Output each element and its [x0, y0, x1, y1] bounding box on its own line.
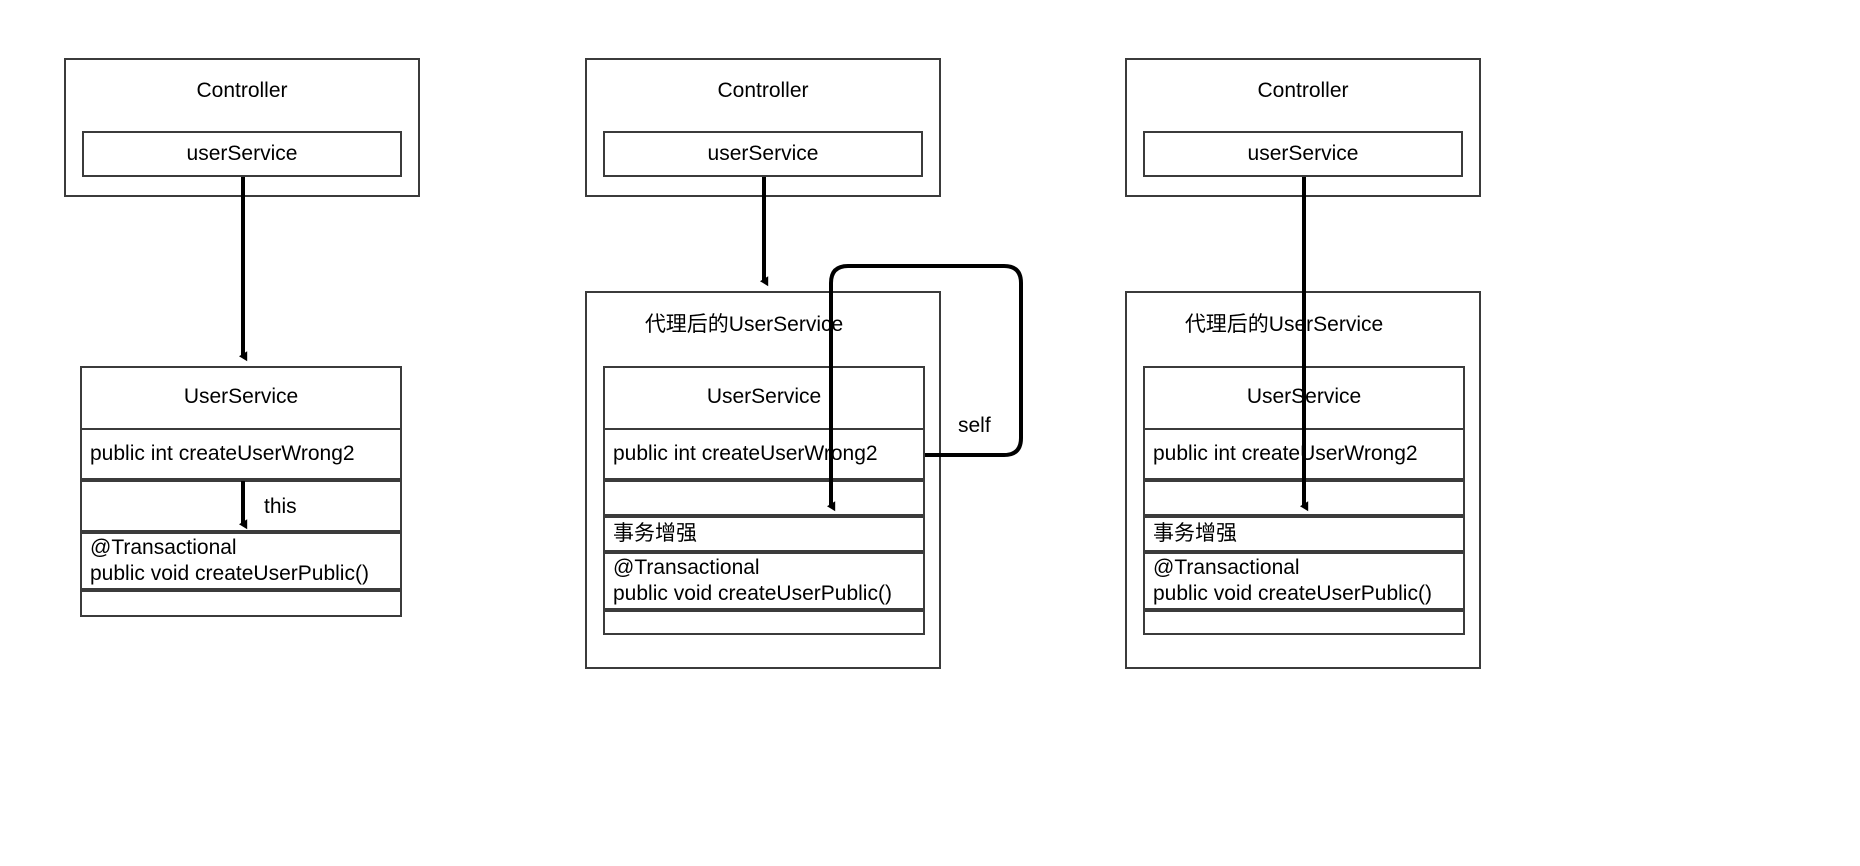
- panel1-row-transactional: [80, 532, 402, 590]
- panel3-row-empty-2: [1143, 610, 1465, 635]
- panel2-proxy-title: 代理后的UserService: [644, 312, 844, 336]
- panel2-controller-userservice-field: [603, 131, 923, 177]
- panel1-controller-box: [64, 58, 420, 197]
- panel1-controller-userservice-label: userService: [186, 141, 298, 165]
- panel2-row-transaction-enhance: [603, 516, 925, 552]
- panel1-row-empty-1: [80, 480, 402, 532]
- panel2-row-empty-2: [603, 610, 925, 635]
- panel1-controller-title: Controller: [196, 78, 288, 102]
- panel1-row-createuserwrong2: [80, 428, 402, 480]
- panel2-createuserpublic-label: public void createUserPublic(): [613, 582, 892, 605]
- panel2-row-empty-1: [603, 480, 925, 516]
- panel3-transaction-enhance-label: 事务增强: [1153, 521, 1237, 545]
- panel1-createuserwrong2-label: public int createUserWrong2: [90, 441, 355, 465]
- panel1-controller-userservice-field: [82, 131, 402, 177]
- panel2-controller-userservice-label: userService: [707, 141, 819, 165]
- panel3-row-transactional: [1143, 552, 1465, 610]
- panel2-transactional-block: @Transactional public void createUserPub…: [603, 552, 925, 610]
- panel3-row-empty-1: [1143, 480, 1465, 516]
- panel1-edge-label-this: this: [264, 495, 297, 518]
- panel1-row-empty-2: [80, 590, 402, 617]
- panel1-createuserpublic-label: public void createUserPublic(): [90, 562, 369, 585]
- panel3-proxy-title: 代理后的UserService: [1184, 312, 1384, 336]
- panel2-transactional-annotation: @Transactional: [613, 556, 760, 580]
- panel1-transactional-block: @Transactional public void createUserPub…: [80, 532, 402, 590]
- panel3-controller-userservice-field: [1143, 131, 1463, 177]
- panel2-controller-title: Controller: [717, 78, 809, 102]
- panel3-controller-title: Controller: [1257, 78, 1349, 102]
- panel2-transaction-enhance-label: 事务增强: [613, 521, 697, 545]
- panel3-transactional-annotation: @Transactional: [1153, 556, 1300, 580]
- panel3-transactional-block: @Transactional public void createUserPub…: [1143, 552, 1465, 610]
- panel2-userservice-title: UserService: [706, 384, 822, 408]
- panel3-userservice-title: UserService: [1246, 384, 1362, 408]
- panel1-transactional-annotation: @Transactional: [90, 536, 237, 560]
- panel2-row-transactional: [603, 552, 925, 610]
- panel3-createuserpublic-label: public void createUserPublic(): [1153, 582, 1432, 605]
- panel3-row-transaction-enhance: [1143, 516, 1465, 552]
- panel2-createuserwrong2-label: public int createUserWrong2: [613, 441, 878, 465]
- panel3-createuserwrong2-label: public int createUserWrong2: [1153, 441, 1418, 465]
- panel3-controller-userservice-label: userService: [1247, 141, 1359, 165]
- panel2-edge-label-self: self: [958, 414, 991, 437]
- panel1-userservice-title: UserService: [183, 384, 299, 408]
